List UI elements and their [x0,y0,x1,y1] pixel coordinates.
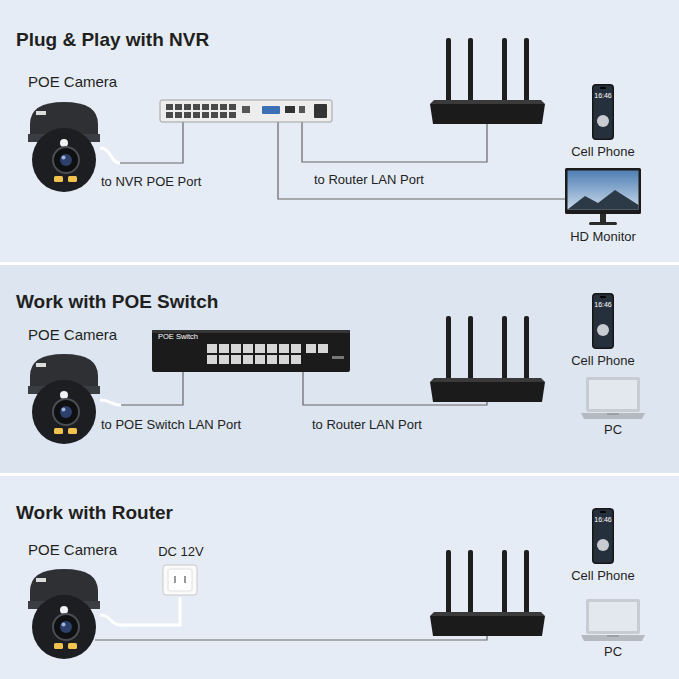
device-label: POE Camera [28,541,117,558]
device-label: HD Monitor [570,230,636,245]
router-panel-art-part [581,599,645,641]
nvr-panel-art-part [565,168,641,214]
nvr-panel-art-part [568,171,639,210]
panel-heading: Work with Router [16,502,173,524]
laptop-device: PC [578,597,648,663]
router-panel-art-part [174,576,176,583]
switch-panel-art [28,293,645,444]
connector-label: to POE Switch LAN Port [101,418,241,433]
screen-clock: 16:46 [594,92,612,100]
device-label: POE Switch [158,333,198,342]
nvr-panel-art-part [100,148,120,163]
device-label: PC [604,645,622,660]
switch-panel-art-part [430,316,545,402]
panel-band: Work with RouterPOE Camera DC 12V 16:46Cel… [0,476,679,679]
panel-grounds-part [0,265,679,473]
device-label: POE Camera [28,326,117,343]
camera-device: POE Camera [24,73,121,191]
phone-device: 16:46Cell Phone [566,292,640,372]
nvr-panel-art-part [120,122,183,163]
power-outlet: DC 12V [154,545,208,597]
switch-panel-art-part [28,354,100,444]
wire-label: to Router LAN Port [314,173,424,188]
switch-panel-art-part [152,330,350,372]
switch-panel-art-part [332,356,344,359]
cable-connector [121,597,180,625]
screen-clock: 16:46 [594,516,612,524]
router-panel-art-part [163,565,197,595]
poe-switch: POE Switch [152,330,350,372]
device-label: Cell Phone [571,354,635,369]
switch-panel-art-part [592,293,614,349]
nvr-panel-art-part [568,190,639,210]
device-label: DC 12V [158,545,204,560]
phone-device: 16:46Cell Phone [566,507,640,587]
nvr-panel-art-part [160,100,332,122]
wire-label: to NVR POE Port [101,175,201,190]
panel-band: Work with POE SwitchPOE Camera POE Switch… [0,265,679,473]
router-panel-art-part [430,550,545,636]
nvr-panel-art-part [285,106,295,113]
router-panel-art-part [100,615,121,625]
router-panel-art-part [95,636,487,640]
switch-panel-art-part [206,343,302,365]
cable-connector [121,372,183,405]
nvr-panel-art-part [165,103,237,119]
device-label: Cell Phone [571,145,635,160]
panel-heading: Work with POE Switch [16,291,218,313]
device-label: Cell Phone [571,569,635,584]
wire-label: to Router LAN Port [312,418,422,433]
nvr-panel-art-part [314,104,327,118]
router-panel-art-part [184,576,186,583]
monitor-device: HD Monitor [562,166,644,248]
panel-grounds-part [0,0,679,262]
nvr-panel-art-part [430,38,545,124]
panel-band: Plug & Play with NVR POE Camera 16:46Cell … [0,0,679,262]
switch-panel-art-part [100,400,121,405]
nvr-panel-art-part [242,106,250,113]
connector-group [121,372,183,625]
switch-panel-art-part [581,377,645,419]
nvr-panel-art [28,38,641,225]
switch-panel-art-part [318,344,328,353]
phone-device: 16:46Cell Phone [566,83,640,163]
nvr-panel-art-part [278,122,565,199]
device-label: PC [604,423,622,438]
nvr-panel-art-part [600,214,606,222]
router-panel-art [28,508,645,659]
panel-grounds-part [0,476,679,679]
nvr-panel-art-part [302,122,487,162]
nvr-panel-art-part [592,84,614,140]
nvr-panel-art-part [28,102,100,192]
panel-heading: Plug & Play with NVR [16,29,209,51]
nvr-panel-art-part [589,222,617,225]
screen-clock: 16:46 [594,301,612,309]
device-label: POE Camera [28,73,117,90]
camera-device: POE Camera [24,541,121,659]
nvr-panel-art-part [299,106,305,113]
router-panel-art-part [168,569,192,591]
switch-panel-art-part [306,344,316,353]
router-panel-art-part [28,569,100,659]
nvr-panel-art-part [262,106,280,114]
laptop-device: PC [578,375,648,441]
router-panel-art-part [592,508,614,564]
